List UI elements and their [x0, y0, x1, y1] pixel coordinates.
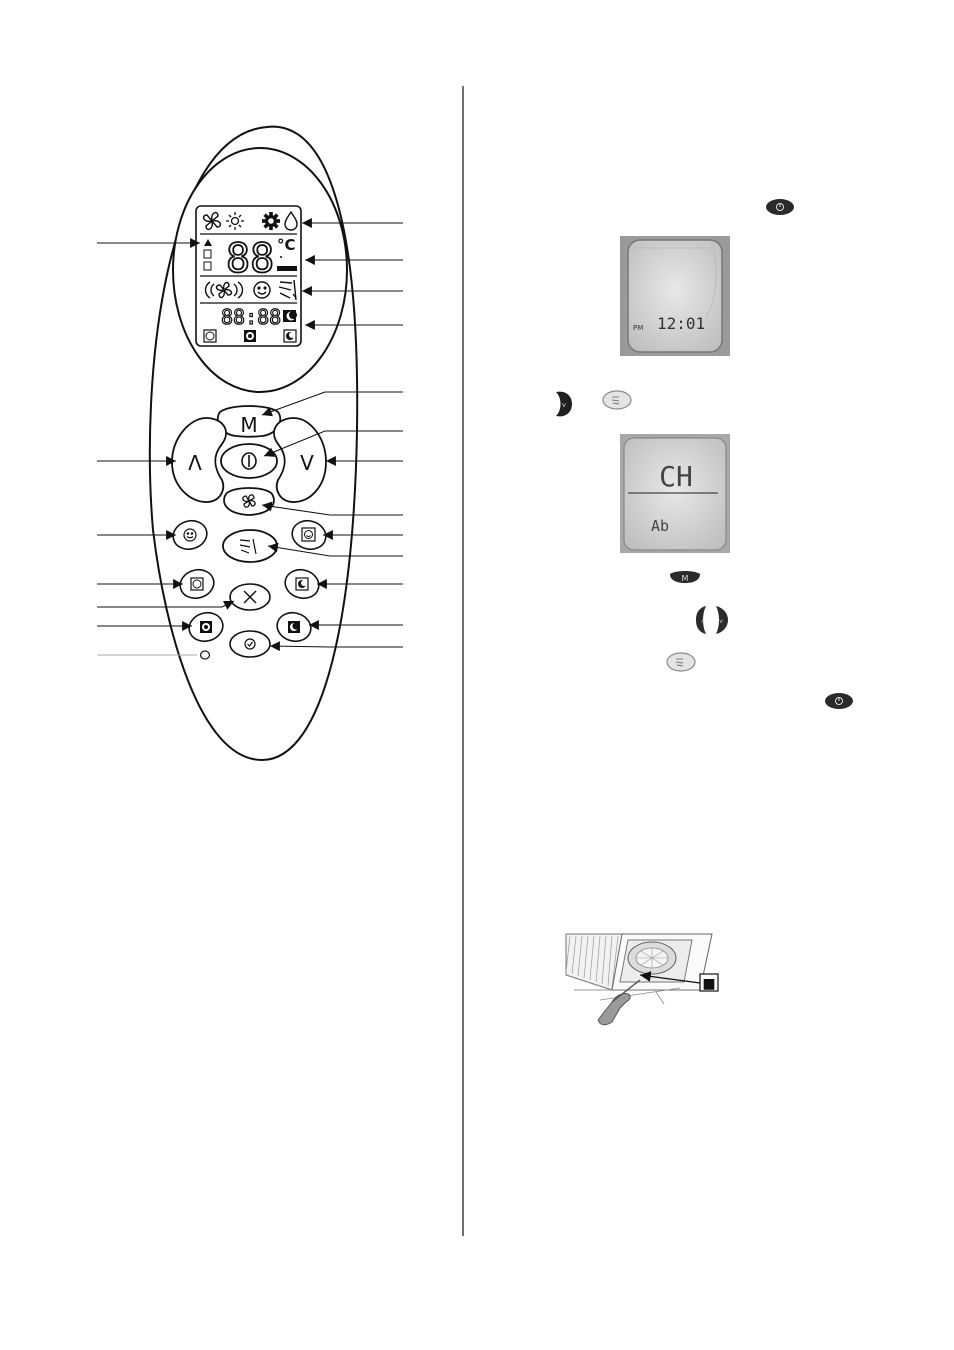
lcd-panel: 88 °C: [195, 205, 302, 347]
clock-icon: [190, 577, 204, 591]
level-triangle-icon: [204, 239, 212, 246]
clock-on-icon: [203, 329, 217, 343]
swing-button[interactable]: [222, 529, 278, 563]
smiley-icon: [183, 528, 197, 542]
power-icon: [241, 452, 257, 470]
fan-icon: [202, 211, 222, 231]
remote-control: 88 °C: [97, 125, 403, 762]
check-icon: [244, 638, 256, 650]
filter-marker-box: [699, 973, 719, 992]
sleep-clock-icon: [295, 577, 309, 591]
sleep-clock-icon: [283, 329, 297, 343]
mode-button-small: M: [670, 571, 700, 583]
lcd-code-bottom: Ab: [651, 517, 669, 535]
clock-icon: [200, 621, 212, 633]
temp-unit: °C: [277, 236, 296, 254]
power-button-small-2: [825, 693, 853, 709]
temp-digits: 88: [226, 236, 274, 282]
leader-lines-left: [97, 238, 235, 656]
drop-icon: [284, 210, 298, 231]
cross-icon: [243, 590, 257, 604]
down-button[interactable]: V: [273, 417, 327, 503]
gear-icon: [262, 212, 280, 230]
svg-text:M: M: [682, 574, 689, 583]
fan-button[interactable]: [223, 487, 275, 516]
filter-marker: ■: [702, 976, 715, 992]
svg-text:∧: ∧: [701, 618, 705, 625]
lcd-ampm: PM: [633, 324, 643, 332]
svg-text:M: M: [240, 413, 257, 437]
power-button-small: [766, 199, 794, 215]
svg-text:V: V: [300, 451, 314, 475]
smiley-icon: [253, 281, 271, 299]
timer-off-button[interactable]: [186, 609, 226, 645]
cancel-button[interactable]: [229, 583, 271, 611]
mode-button[interactable]: M: [216, 405, 282, 438]
leader-lines-right: [261, 218, 403, 652]
moon-icon: [283, 310, 297, 322]
filter-illustration: ■: [565, 933, 719, 1026]
level-bar: [203, 261, 212, 271]
lcd-time: 12:01: [657, 314, 705, 333]
swing-icon: [278, 279, 297, 301]
confirm-button[interactable]: [229, 630, 271, 658]
reset-hole[interactable]: [199, 650, 211, 660]
swing-button-small-2: [666, 652, 696, 672]
sleep-button[interactable]: [274, 609, 314, 645]
fan-icon: [242, 494, 256, 508]
time-digits: 88:88: [221, 305, 281, 329]
lcd-photo-code: CH Ab: [620, 434, 730, 553]
smiley-icon: [304, 530, 313, 539]
clock-off-icon: [244, 330, 256, 342]
swing-icon: [239, 538, 257, 555]
level-bar: [203, 249, 212, 259]
moon-icon: [288, 621, 300, 633]
svg-text:Λ: Λ: [188, 451, 202, 475]
up-button[interactable]: Λ: [171, 417, 227, 503]
temp-bar: [277, 266, 297, 271]
svg-text:v: v: [719, 618, 723, 625]
fan-speed-icon: [204, 281, 244, 299]
power-button[interactable]: [220, 443, 278, 479]
sleep-timer-button[interactable]: [282, 566, 322, 602]
updown-buttons-small: ∧ v: [696, 606, 728, 634]
lcd-photo-time: PM 12:01: [620, 236, 730, 356]
dot: [280, 256, 282, 258]
svg-text:v: v: [562, 401, 566, 409]
lcd-code-top: CH: [659, 460, 693, 493]
down-arrow-button-small: v: [556, 391, 572, 417]
sun-icon: [226, 212, 244, 230]
swing-button-small: [602, 390, 632, 410]
